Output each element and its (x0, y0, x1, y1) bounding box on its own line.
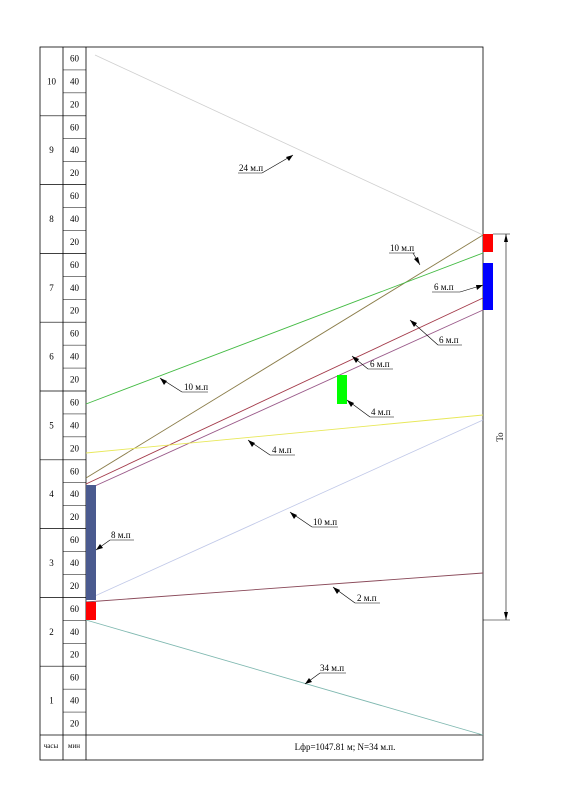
label-4mp-green: 4 м.п (371, 407, 391, 417)
minute-label: 20 (70, 375, 80, 385)
hour-label: 1 (49, 696, 54, 706)
minute-label: 40 (70, 627, 80, 637)
minute-label: 20 (70, 650, 80, 660)
minute-label: 20 (70, 237, 80, 247)
label-10mp-lower: 10 м.п (313, 517, 337, 527)
minute-label: 60 (70, 397, 80, 407)
to-label: То (495, 432, 505, 442)
footer-summary: Lфр=1047.81 м; N=34 м.п. (295, 742, 396, 752)
hours-header: часы (44, 742, 59, 750)
line-34mp (85, 619, 484, 736)
minute-label: 40 (70, 214, 80, 224)
minute-label: 40 (70, 76, 80, 86)
hour-label: 4 (49, 489, 54, 499)
line-10mp-lower (85, 419, 484, 601)
callout-6mp-blue: 6 м.п (432, 282, 484, 293)
minute-label: 60 (70, 53, 80, 63)
block-8mp (86, 485, 96, 600)
line-6mp-a (85, 297, 484, 485)
hour-label: 9 (49, 145, 54, 155)
hour-label: 8 (49, 214, 54, 224)
line-2mp (85, 572, 484, 603)
callout-10mp-lower: 10 м.п (289, 511, 338, 528)
hour-label: 3 (49, 558, 54, 568)
callout-10mp-top: 10 м.п (389, 243, 421, 266)
label-6mp-blue: 6 м.п (434, 282, 454, 292)
line-10mp-green (85, 252, 484, 405)
hour-label: 5 (49, 420, 54, 430)
minute-label: 40 (70, 352, 80, 362)
callout-10mp-green: 10 м.п (159, 377, 208, 393)
label-2mp: 2 м.п (357, 593, 377, 603)
minute-label: 60 (70, 466, 80, 476)
line-10mp-top (85, 234, 484, 479)
minute-label: 20 (70, 443, 80, 453)
block-green (337, 375, 347, 404)
hour-label: 10 (47, 76, 57, 86)
minute-label: 40 (70, 489, 80, 499)
minute-label: 20 (70, 581, 80, 591)
block-blue (483, 263, 493, 310)
block-red-top (483, 234, 493, 252)
label-24mp: 24 м.п (239, 163, 263, 173)
callout-4mp-yellow: 4 м.п (247, 439, 295, 456)
minute-label: 60 (70, 191, 80, 201)
minute-label: 40 (70, 420, 80, 430)
minute-label: 60 (70, 260, 80, 270)
to-arrow-bottom (504, 612, 508, 620)
label-10mp-green: 10 м.п (184, 382, 208, 392)
minute-label: 60 (70, 535, 80, 545)
minute-label: 60 (70, 329, 80, 339)
minutes-header: мин (68, 742, 80, 750)
outer-frame (39, 46, 484, 761)
callout-24mp: 24 м.п (238, 154, 294, 174)
label-6mp-mid: 6 м.п (370, 359, 390, 369)
callout-2mp: 2 м.п (332, 586, 380, 604)
callout-8mp: 8 м.п (95, 530, 134, 551)
hour-label: 2 (49, 627, 54, 637)
minute-label: 60 (70, 604, 80, 614)
callout-6mp-mid: 6 м.п (351, 355, 393, 370)
line-24mp (94, 54, 484, 236)
block-red-bottom (86, 602, 96, 620)
minute-label: 20 (70, 719, 80, 729)
minute-label: 20 (70, 512, 80, 522)
hour-label: 6 (49, 352, 54, 362)
label-10mp-top: 10 м.п (390, 243, 414, 253)
to-arrow-top (504, 234, 508, 242)
minute-label: 40 (70, 558, 80, 568)
minute-label: 40 (70, 696, 80, 706)
label-4mp-yellow: 4 м.п (272, 445, 292, 455)
minute-label: 20 (70, 306, 80, 316)
callout-34mp: 34 м.п (304, 663, 346, 685)
minute-label: 60 (70, 673, 80, 683)
label-6mp-right: 6 м.п (439, 335, 459, 345)
label-34mp: 34 м.п (320, 663, 344, 673)
minute-label: 40 (70, 145, 80, 155)
minute-label: 20 (70, 99, 80, 109)
callout-6mp-right: 6 м.п (409, 319, 462, 346)
time-grid: 10 60 40 20 9 60 40 20 8 60 40 20 7 60 40 20 6 60 40 20 5 60 4… (40, 53, 86, 729)
hour-label: 7 (49, 283, 54, 293)
callout-4mp-green: 4 м.п (346, 399, 394, 418)
minute-label: 20 (70, 168, 80, 178)
label-8mp: 8 м.п (111, 530, 131, 540)
minute-label: 40 (70, 283, 80, 293)
line-6mp-b (85, 309, 484, 491)
minute-label: 60 (70, 122, 80, 132)
line-4mp-yellow (85, 414, 484, 454)
